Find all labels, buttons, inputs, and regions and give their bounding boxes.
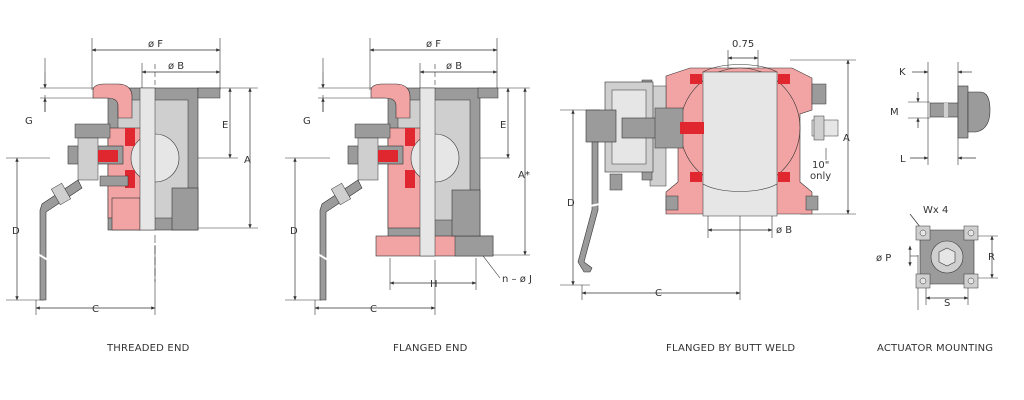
flanged-label-F: ø F (426, 39, 441, 50)
actuator-label-L: L (900, 154, 906, 165)
buttweld-view: 0.75 A D C ø B 10" only (560, 39, 856, 300)
actuator-label-R: R (988, 252, 995, 263)
buttweld-label-075: 0.75 (732, 39, 754, 50)
flanged-label-D: D (290, 226, 298, 237)
threaded-label-F: ø F (148, 39, 163, 50)
buttweld-label-B: ø B (776, 225, 792, 236)
threaded-label-E: E (222, 120, 228, 131)
threaded-label-C: C (92, 304, 99, 315)
buttweld-note-10in: 10" (812, 160, 829, 171)
caption-flanged-butt-weld: FLANGED BY BUTT WELD (666, 343, 796, 354)
actuator-label-M: M (890, 107, 899, 118)
threaded-label-A: A (244, 155, 251, 166)
actuator-label-P: ø P (876, 253, 891, 264)
caption-flanged-end: FLANGED END (393, 343, 468, 354)
threaded-label-D: D (12, 226, 20, 237)
actuator-mounting-view: K M L Wx 4 ø P R S (876, 62, 998, 310)
buttweld-note-only: only (810, 171, 831, 182)
actuator-label-W: Wx 4 (923, 205, 948, 216)
caption-actuator-mounting: ACTUATOR MOUNTING (877, 343, 994, 354)
flanged-label-G: G (303, 116, 311, 127)
buttweld-label-C: C (655, 288, 662, 299)
threaded-label-B: ø B (168, 61, 184, 72)
threaded-label-G: G (25, 116, 33, 127)
actuator-label-S: S (944, 298, 950, 309)
flanged-end-view: ø F ø B G E A* D C H n – ø J (285, 38, 532, 315)
threaded-end-view: ø F ø B G E A D C (6, 38, 258, 315)
flanged-label-C: C (370, 304, 377, 315)
actuator-label-K: K (899, 67, 906, 78)
buttweld-label-D: D (567, 198, 575, 209)
flanged-label-H: H (430, 279, 438, 290)
buttweld-label-A: A (843, 133, 850, 144)
flanged-label-B: ø B (446, 61, 462, 72)
flanged-label-A: A* (518, 170, 530, 181)
flanged-label-J: n – ø J (502, 274, 532, 285)
flanged-label-E: E (500, 120, 506, 131)
caption-threaded-end: THREADED END (107, 343, 190, 354)
